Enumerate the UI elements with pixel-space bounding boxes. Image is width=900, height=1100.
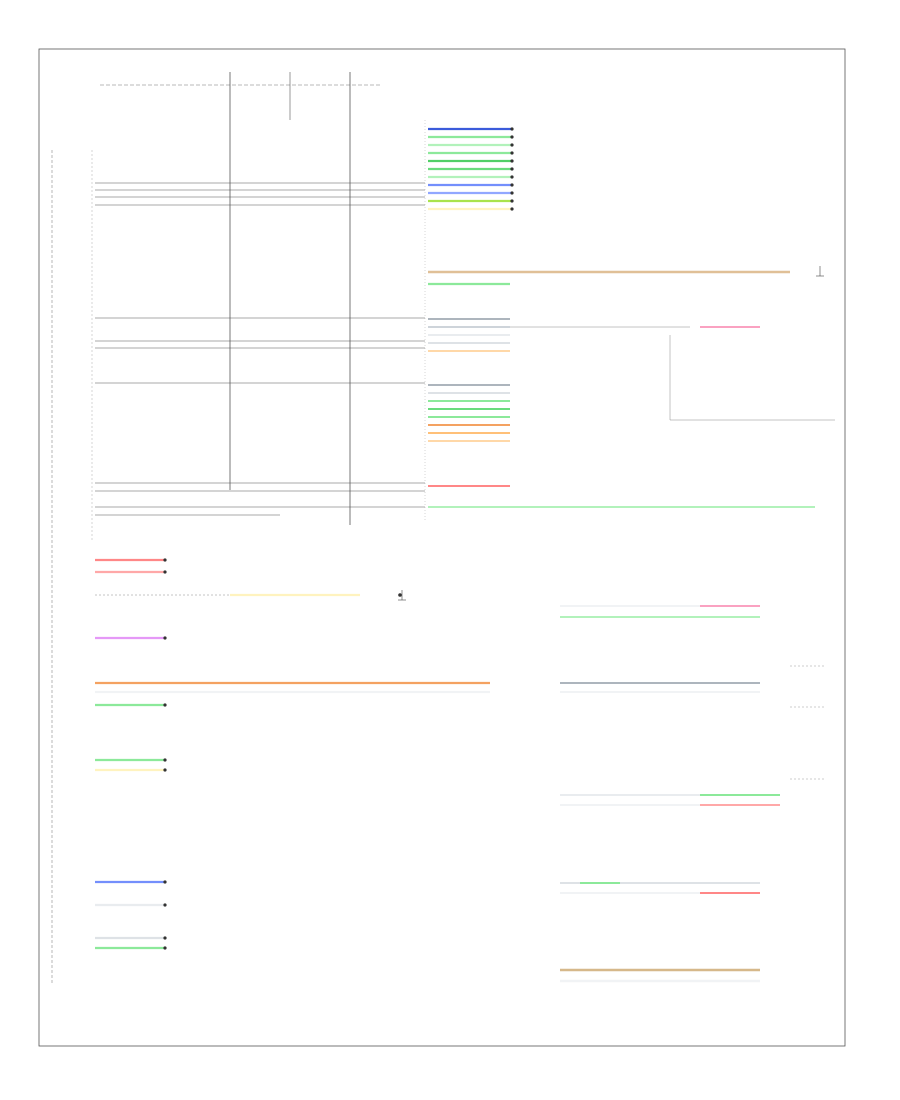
right-colored-wires-top: [428, 127, 512, 211]
lower-right-group-3: [560, 794, 780, 806]
diagram-frame: [38, 48, 846, 1047]
lower-right-group-4: [560, 882, 760, 894]
ground-icon: [398, 266, 824, 601]
lower-right-group-2: [560, 682, 760, 693]
lower-right-dividers: [790, 665, 825, 780]
right-wire-endpoints-top: [510, 127, 514, 211]
right-wires-middle: [428, 318, 815, 508]
lower-right-group-5: [560, 968, 760, 983]
lower-right-group-1: [560, 605, 760, 618]
lower-left-wires: [95, 558, 490, 950]
upper-wire-group: [95, 182, 425, 516]
lower-left-wire-ends: [163, 558, 402, 950]
